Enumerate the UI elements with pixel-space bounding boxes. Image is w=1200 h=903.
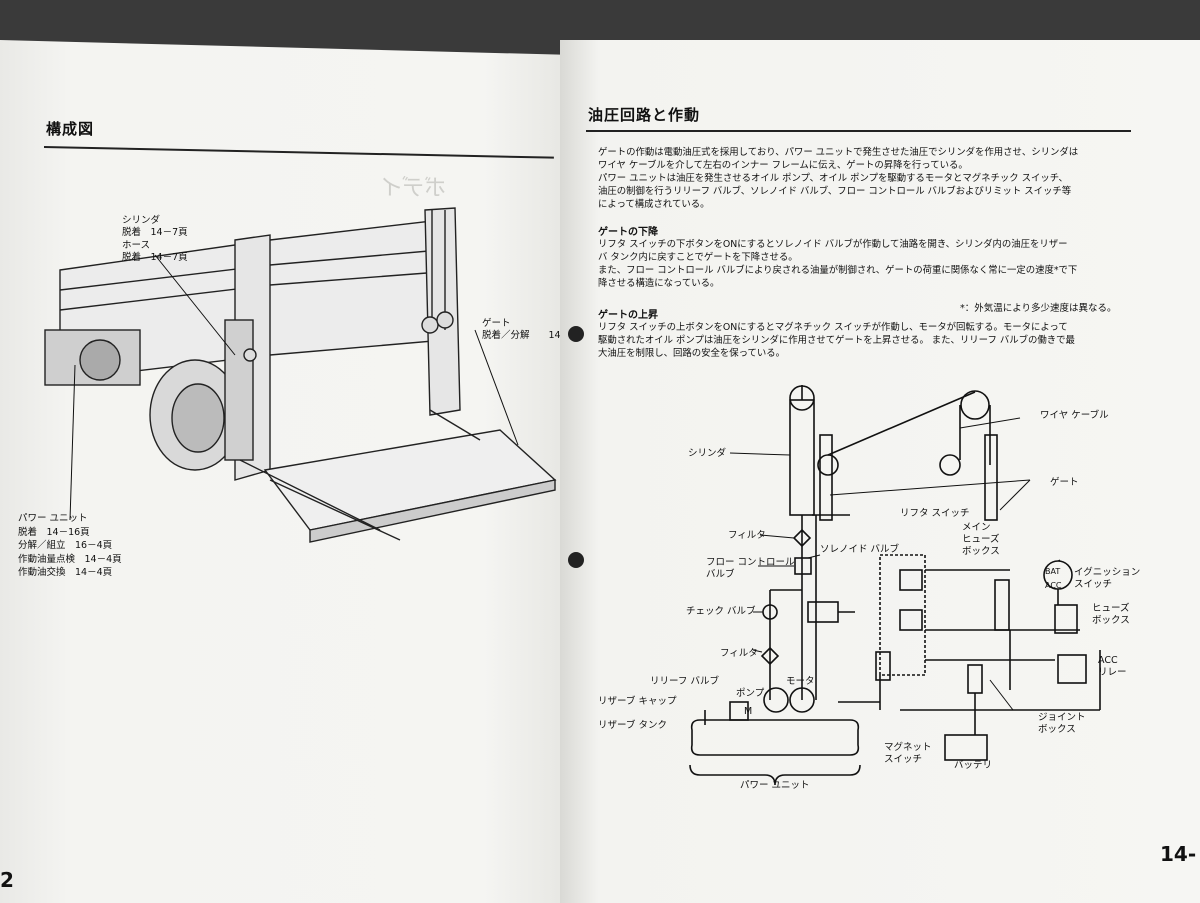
acc-relay-line-1: ACC: [1098, 655, 1118, 666]
main-fuse-line-3: ボックス: [962, 546, 1000, 557]
flow-control-line-2: バルブ: [706, 569, 735, 580]
intro-paragraph: ゲートの作動は電動油圧式を採用しており、パワー ユニットで発生させた油圧でシリン…: [598, 146, 1128, 211]
fuse-box-line-2: ボックス: [1092, 615, 1130, 626]
main-fuse-line-2: ヒューズ: [962, 534, 1000, 545]
lifter-switch-label: リフタ スイッチ: [900, 508, 970, 519]
flow-control-line-1: フロー コントロール: [706, 557, 795, 568]
binder-hole-2: [568, 552, 584, 568]
up-line-3: 大油圧を制限し、回路の安全を保っている。: [598, 348, 786, 359]
intro-line-5: によって構成されている。: [598, 199, 710, 210]
power-unit-ref-fluid-change: 作動油交換 14－4頁: [18, 567, 113, 578]
bat-label: BAT: [1045, 567, 1061, 576]
up-line-1: リフタ スイッチの上ボタンをONにするとマグネチック スイッチが作動し、モータが…: [598, 322, 1068, 333]
cylinder-ref: 脱着 14－7頁: [122, 227, 188, 238]
magnet-switch-line-2: スイッチ: [884, 754, 923, 765]
fuse-box-line-1: ヒューズ: [1092, 603, 1130, 614]
cylinder-name: シリンダ: [122, 215, 161, 226]
joint-box-label: ジョイント ボックス: [1038, 712, 1086, 736]
hydraulic-circuit-diagram: [689, 385, 1101, 786]
motor-m-label: M: [744, 706, 753, 717]
intro-line-3: パワー ユニットは油圧を発生させるオイル ポンプ、オイル ポンプを駆動するモータ…: [598, 173, 1068, 184]
power-unit-ref-removal: 脱着 14－16頁: [18, 526, 90, 538]
ignition-line-1: イグニッション: [1074, 567, 1141, 578]
ignition-line-2: スイッチ: [1074, 579, 1113, 590]
power-unit-ref-fluid-check: 作動油量点検 14－4頁: [18, 553, 122, 565]
hose-name: ホース: [122, 240, 151, 251]
joint-box-line-1: ジョイント: [1038, 712, 1086, 723]
battery-label: バッテリ: [954, 760, 993, 771]
flow-control-valve-label: フロー コントロール バルブ: [706, 557, 795, 581]
wire-cable-label: ワイヤ ケーブル: [1040, 410, 1109, 421]
right-page: [560, 40, 1200, 903]
power-unit-ref-overhaul: 分解／組立 16－4頁: [18, 540, 113, 551]
main-fuse-box-label: メイン ヒューズ ボックス: [962, 522, 1000, 558]
power-unit-diagram-label: パワー ユニット: [740, 780, 810, 791]
relief-valve-label: リリーフ バルブ: [650, 676, 719, 687]
pump-label: ポンプ: [736, 688, 765, 699]
acc-relay-line-2: リレー: [1098, 667, 1127, 678]
liftgate-illustration: [44, 207, 557, 543]
left-page-number: 2: [0, 868, 14, 892]
filter-label: フィルタ: [728, 530, 766, 541]
magnet-switch-line-1: マグネット: [884, 742, 932, 753]
gate-ref: 脱着／分解 14－7頁: [482, 330, 586, 341]
gate-label: ゲート 脱着／分解 14－7頁: [482, 318, 586, 342]
up-paragraph: リフタ スイッチの上ボタンをONにするとマグネチック スイッチが作動し、モータが…: [598, 321, 1128, 360]
intro-line-4: 油圧の制御を行うリリーフ バルブ、ソレノイド バルブ、フロー コントロール バル…: [598, 186, 1072, 197]
solenoid-valve-label: ソレノイド バルブ: [820, 544, 900, 555]
cylinder-diagram-label: シリンダ: [688, 448, 727, 459]
left-section-title: 構成図: [46, 120, 95, 138]
joint-box-line-2: ボックス: [1038, 724, 1076, 735]
gate-name: ゲート: [482, 318, 511, 329]
hose-ref: 脱着 14－7頁: [122, 252, 188, 263]
magnet-switch-label: マグネット スイッチ: [884, 742, 932, 766]
intro-line-1: ゲートの作動は電動油圧式を採用しており、パワー ユニットで発生させた油圧でシリン…: [598, 147, 1079, 158]
down-paragraph: リフタ スイッチの下ボタンをONにするとソレノイド バルブが作動して油路を開き、…: [598, 238, 1128, 290]
cylinder-label: シリンダ 脱着 14－7頁: [122, 215, 188, 239]
reserve-tank-label: リザーブ タンク: [598, 720, 667, 731]
power-unit-label: パワー ユニット 脱着 14－16頁 分解／組立 16－4頁 作動油量点検 14…: [18, 512, 122, 580]
down-line-3: また、フロー コントロール バルブにより戻される油量が制御され、ゲートの荷重に関…: [598, 265, 1078, 276]
fuse-box-label: ヒューズ ボックス: [1092, 603, 1130, 627]
main-fuse-line-1: メイン: [962, 522, 991, 533]
right-page-number: 14-: [1160, 842, 1197, 866]
ignition-switch-label: イグニッション スイッチ: [1074, 567, 1140, 591]
down-line-4: 降させる構造になっている。: [598, 278, 720, 289]
check-valve-label: チェック バルブ: [686, 606, 756, 617]
filter2-label: フィルタ: [720, 648, 758, 659]
binder-hole-1: [568, 326, 584, 342]
motor-label: モータ: [786, 676, 815, 687]
acc-label: ACC: [1045, 581, 1062, 590]
gate-diagram-label: ゲート: [1050, 477, 1079, 488]
up-heading: ゲートの上昇: [598, 310, 658, 321]
down-line-1: リフタ スイッチの下ボタンをONにするとソレノイド バルブが作動して油路を開き、…: [598, 239, 1068, 250]
up-line-2: 駆動されたオイル ポンプは油圧をシリンダに作用させてゲートを上昇させる。 また、…: [598, 335, 1075, 346]
power-unit-name: パワー ユニット: [18, 513, 88, 524]
acc-relay-label: ACC リレー: [1098, 655, 1127, 679]
hose-label: ホース 脱着 14－7頁: [122, 240, 188, 264]
intro-line-2: ワイヤ ケーブルを介して左右のインナー フレームに伝え、ゲートの昇降を行っている…: [598, 160, 968, 171]
speed-note: *：外気温により多少速度は異なる。: [960, 303, 1117, 314]
right-title-rule: [586, 130, 1131, 132]
reserve-cap-label: リザーブ キャップ: [598, 696, 677, 707]
down-line-2: バ タンク内に戻すことでゲートを下降させる。: [598, 252, 798, 263]
right-section-title: 油圧回路と作動: [588, 106, 701, 124]
down-heading: ゲートの下降: [598, 227, 658, 238]
